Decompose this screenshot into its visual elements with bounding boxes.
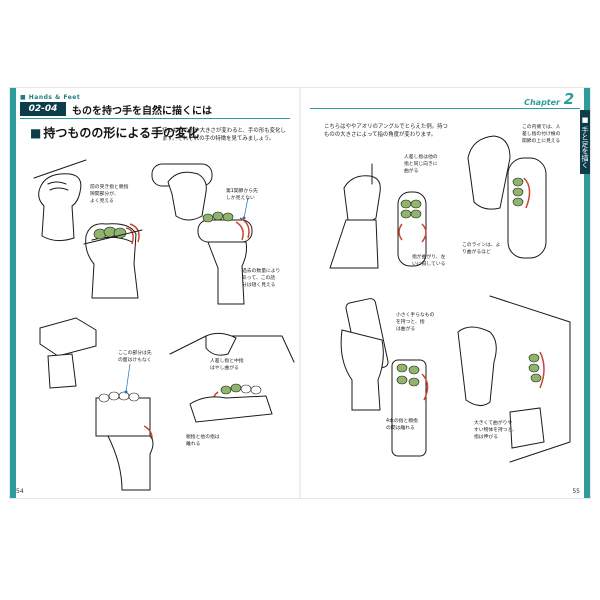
finger-markers xyxy=(398,199,427,243)
hand-gripping-edge-illustration xyxy=(169,332,295,423)
page-gutter xyxy=(299,88,301,498)
finger-markers xyxy=(98,391,153,449)
finger-markers xyxy=(396,363,429,401)
left-callout-c: 過去の数量により あって、この話 分は短く見える xyxy=(242,269,281,288)
subheading: ■持つものの形による手の変化 xyxy=(30,124,199,141)
chapter-label: Chapter xyxy=(524,98,560,107)
right-callout-a: 人差し指は他の 指と同じ向きに 曲がる xyxy=(404,155,438,174)
right-callout-e: 小さく手らなもの を持つと、指 は曲がる xyxy=(396,313,435,332)
chapter-tab: ■ 手と足を描く xyxy=(580,110,590,174)
right-intro: こちらはややアオリのアングルでとらえた例。持つ ものの大きさによって指の角度が変… xyxy=(324,124,448,138)
left-callout-e: 人差し指と中指 はやし曲がる xyxy=(210,359,244,371)
left-intro: 持つものの形や大きさが変わると、手の形も変化し ます。それぞれの手の特徴を見てみ… xyxy=(162,128,286,142)
hand-holding-cylinder-illustration xyxy=(467,135,547,259)
section-id-badge: 02-04 xyxy=(20,102,66,116)
left-callout-d: ここの部分は先 の面はけもなく xyxy=(118,351,152,363)
hand-holding-bottle-illustration xyxy=(329,163,427,269)
left-edge-strip xyxy=(10,88,16,498)
finger-markers xyxy=(202,211,250,241)
right-callout-d: このラインは、よ り曲がるほど xyxy=(462,243,501,255)
hand-holding-phone-illustration xyxy=(340,298,429,457)
right-edge-strip xyxy=(584,88,590,498)
chapter-rule xyxy=(310,108,580,109)
right-callout-c: この内側では、人 差し指の付け根の 関節の上に見える xyxy=(522,125,561,144)
hand-holding-large-box-illustration xyxy=(457,295,571,463)
left-callout-a: 前の突き指と親指 隙間部分が、 よく見える xyxy=(90,185,129,204)
finger-markers xyxy=(512,177,531,209)
left-callout-f: 親指と他の指は 離れる xyxy=(186,435,220,447)
chapter-number: 2 xyxy=(563,90,575,108)
right-callout-b: 指が曲がり、左 いに揃している xyxy=(412,255,446,267)
title-rule xyxy=(20,118,290,119)
book-spread: ■ Hands & Feet 02-04 ものを持つ手を自然に描くには Chap… xyxy=(10,88,590,498)
subheading-mark: ■ xyxy=(30,126,42,140)
section-tag: ■ Hands & Feet xyxy=(20,94,81,101)
finger-markers xyxy=(528,351,545,389)
hand-holding-tube-illustration xyxy=(151,163,253,305)
right-callout-f: 4本の指と親指 の間は離れる xyxy=(386,419,418,431)
subheading-text: 持つものの形による手の変化 xyxy=(43,126,199,140)
hand-holding-stick-illustration xyxy=(33,159,143,299)
right-callout-g: 大きくて曲がりや すい物体を持つと、 指は伸びる xyxy=(474,421,517,440)
right-page-number: 55 xyxy=(572,488,580,495)
left-page-number: 54 xyxy=(16,488,24,495)
finger-markers xyxy=(212,383,262,407)
left-callout-b: 第1関節から先 しか見えない xyxy=(226,189,258,201)
page-title: ものを持つ手を自然に描くには xyxy=(72,106,212,117)
hand-holding-box-illustration xyxy=(39,317,154,491)
